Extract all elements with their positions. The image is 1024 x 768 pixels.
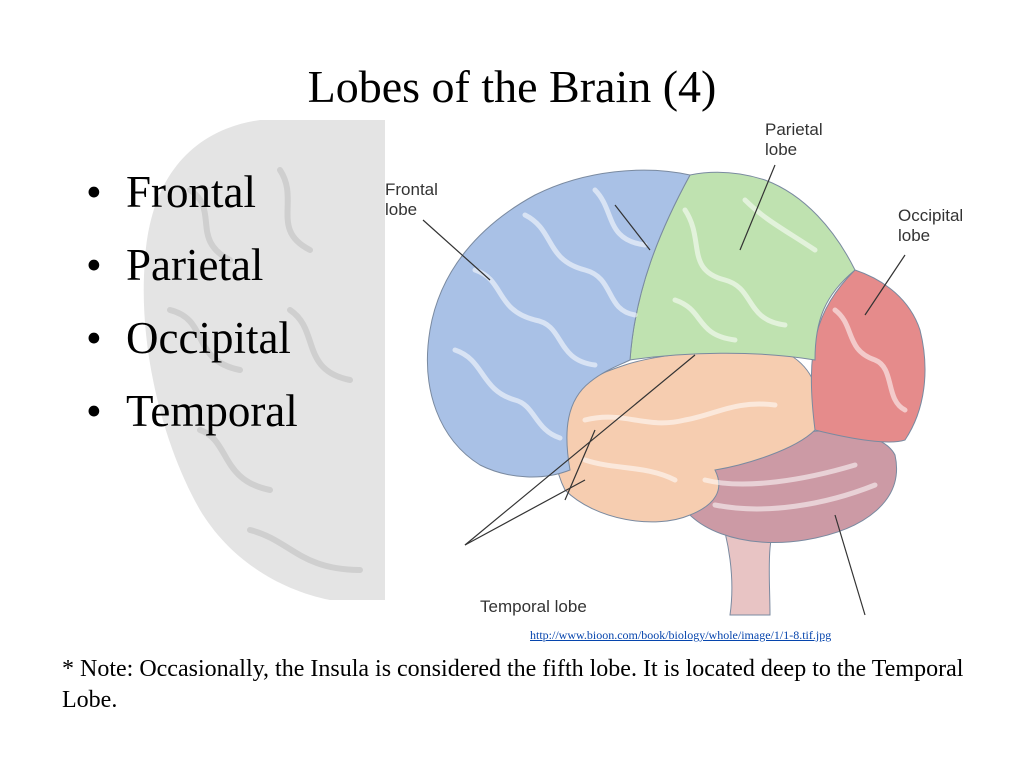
parietal-lobe-label: Parietal lobe (765, 120, 823, 159)
list-item: • Temporal (86, 381, 298, 454)
list-item: • Occipital (86, 308, 298, 381)
list-item: • Frontal (86, 162, 298, 235)
insula-note: * Note: Occasionally, the Insula is cons… (62, 656, 964, 713)
frontal-lobe-region (426, 169, 691, 478)
frontal-lobe-label: Frontal lobe (385, 180, 438, 219)
background-brain-image (143, 120, 385, 600)
brain-illustration (422, 164, 926, 616)
lobe-list: • Frontal • Parietal • Occipital • Temporal (86, 162, 298, 454)
list-item-label: Parietal (126, 240, 264, 290)
list-item: • Parietal (86, 235, 298, 308)
bullet-dot-icon: • (86, 240, 102, 290)
brain-lobes-diagram: Frontal lobe Parietal lobe Occipital lob… (385, 120, 970, 620)
list-item-label: Temporal (126, 386, 298, 436)
image-source-link[interactable]: http://www.bioon.com/book/biology/whole/… (530, 628, 832, 642)
list-item-label: Occipital (126, 313, 291, 363)
occipital-lobe-label: Occipital lobe (898, 206, 964, 245)
bullet-dot-icon: • (86, 167, 102, 217)
bullet-dot-icon: • (86, 386, 102, 436)
bullet-dot-icon: • (86, 313, 102, 363)
list-item-label: Frontal (126, 167, 256, 217)
temporal-lobe-label: Temporal lobe (480, 597, 587, 616)
slide-title: Lobes of the Brain (4) (307, 61, 717, 112)
